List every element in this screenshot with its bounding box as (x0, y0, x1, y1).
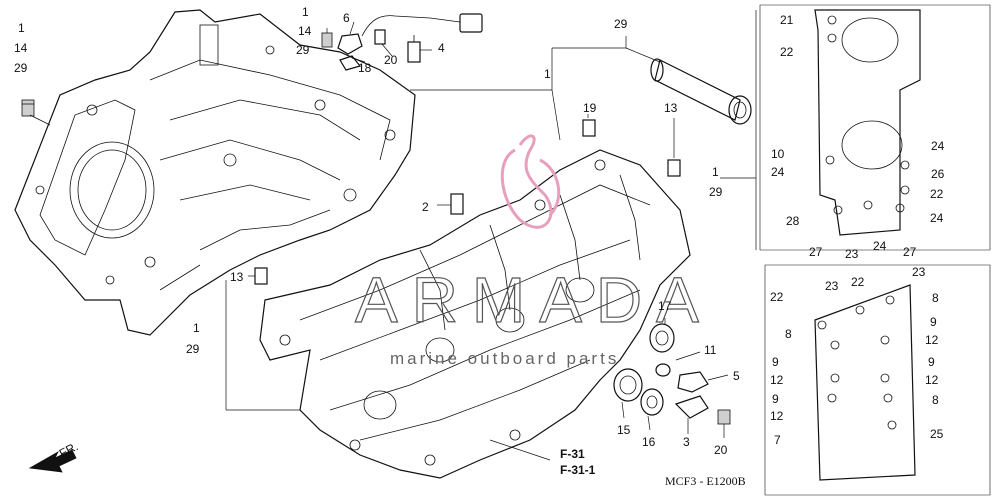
callout: 27 (903, 245, 917, 259)
callout: 9 (772, 355, 779, 369)
callout: 23 (825, 279, 839, 293)
watermark-tagline: marine outboard parts (390, 349, 619, 368)
watermark-logo (500, 134, 561, 229)
callout: 13 (230, 270, 244, 284)
bolt-14-left (21, 99, 35, 117)
callout: 1 (302, 5, 309, 19)
ref-label-f31: F-31 (560, 447, 585, 461)
callout: 9 (772, 392, 779, 406)
callout: 14 (298, 24, 312, 38)
callout: 18 (358, 61, 372, 75)
callouts-left: 1 14 29 1 14 29 6 18 20 4 (14, 5, 445, 75)
callout: 22 (770, 290, 784, 304)
callout: 17 (658, 299, 672, 313)
callout: 29 (709, 185, 723, 199)
callout: 15 (617, 423, 631, 437)
callout: 1 (193, 321, 200, 335)
callout: 12 (770, 409, 784, 423)
callout: 1 (18, 21, 25, 35)
callout: 3 (683, 435, 690, 449)
callout: 24 (771, 165, 785, 179)
leader-lines (29, 10, 757, 461)
callout: 25 (930, 427, 944, 441)
callout: 24 (873, 239, 887, 253)
front-direction-arrow: FR. (28, 439, 80, 473)
callout: 4 (438, 41, 445, 55)
callout: 8 (932, 393, 939, 407)
callout: 6 (343, 11, 350, 25)
callout: 11 (704, 343, 717, 357)
upper-crankcase (14, 9, 416, 336)
callout: 29 (186, 342, 200, 356)
callout: 12 (770, 373, 784, 387)
callout: 21 (780, 13, 794, 27)
callouts-right-upper: 21 22 10 24 24 26 22 28 27 23 24 27 24 1… (709, 13, 945, 261)
callout: 1 (712, 165, 719, 179)
callout: 12 (925, 373, 939, 387)
callout: 29 (296, 43, 310, 57)
callout: 7 (774, 433, 781, 447)
callout: 8 (785, 327, 792, 341)
callouts-center: 29 1 19 13 2 13 1 29 17 11 5 15 16 3 20 (186, 17, 740, 457)
callout: 16 (642, 435, 656, 449)
bearings-and-fittings (613, 323, 731, 425)
callout: 26 (931, 167, 945, 181)
callout: 22 (851, 275, 865, 289)
dowel-pins (254, 119, 681, 285)
callout: 13 (664, 101, 678, 115)
lower-crankcase (259, 149, 691, 479)
callout: 23 (912, 265, 926, 279)
callout: 22 (930, 187, 944, 201)
callout: 8 (932, 291, 939, 305)
callout: 14 (14, 41, 28, 55)
callout: 9 (930, 315, 937, 329)
diagram-code: MCF3 - E1200B (665, 474, 746, 488)
callout: 22 (780, 45, 794, 59)
callout: 5 (733, 369, 740, 383)
callout: 29 (614, 17, 628, 31)
watermark-brand: ARMADA (355, 264, 713, 336)
bolt-layout-panel-upper (759, 4, 991, 251)
callout: 24 (931, 139, 945, 153)
callout: 9 (928, 355, 935, 369)
callout: 29 (14, 61, 28, 75)
callout: 19 (583, 101, 597, 115)
tube-29 (650, 58, 752, 125)
callouts-right-lower: 23 22 23 22 8 8 9 12 9 12 9 12 9 12 8 7 … (770, 265, 944, 447)
callout: 12 (925, 333, 939, 347)
callout: 24 (930, 211, 944, 225)
callout: 20 (384, 53, 398, 67)
bolt-layout-panel-lower (764, 264, 991, 496)
callout: 1 (544, 67, 551, 81)
callout: 27 (809, 245, 823, 259)
callout: 20 (714, 443, 728, 457)
callout: 2 (422, 200, 429, 214)
callout: 23 (845, 247, 859, 261)
callout: 28 (786, 214, 800, 228)
callout: 10 (771, 147, 785, 161)
ref-label-f31-1: F-31-1 (560, 463, 596, 477)
